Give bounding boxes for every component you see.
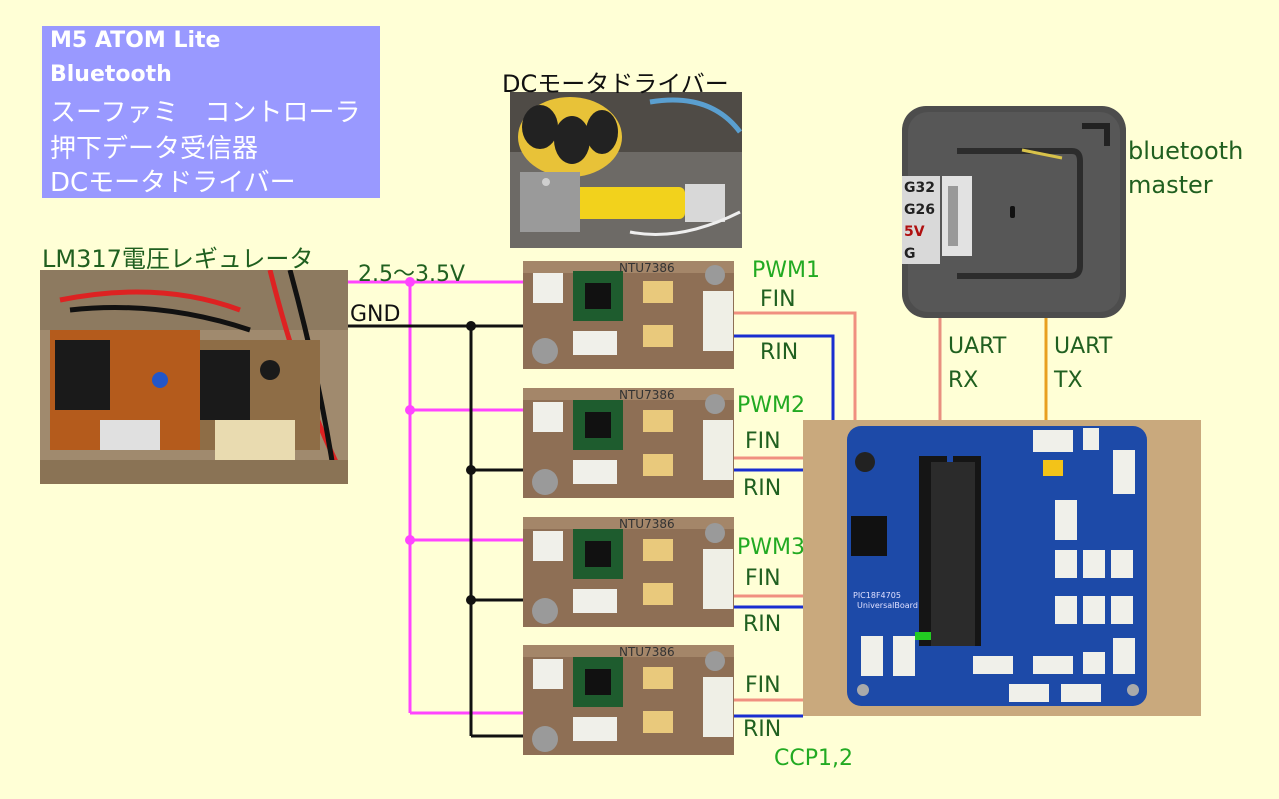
motor-photo: [510, 92, 742, 248]
fin-label-2: FIN: [745, 429, 781, 454]
info-line-2: Bluetooth: [50, 62, 172, 87]
bluetooth-master-line1: bluetooth: [1128, 137, 1244, 165]
svg-text:G26: G26: [904, 202, 935, 218]
uart-rx-line2: RX: [948, 368, 979, 393]
svg-text:NTU7386: NTU7386: [619, 261, 675, 275]
regulator-photo: [40, 270, 348, 484]
pwm1-label: PWM1: [752, 258, 820, 283]
pic-board-photo: PIC18F4705 UniversalBoard: [803, 420, 1201, 716]
gnd-label: GND: [350, 302, 401, 327]
driver-board-photo-2: NTU7386: [523, 388, 734, 498]
rin-label-2: RIN: [743, 476, 782, 501]
svg-text:5V: 5V: [904, 224, 925, 240]
signal-wires: [734, 311, 857, 718]
uart-wires: [938, 318, 1048, 420]
info-line-1: M5 ATOM Lite: [50, 28, 221, 53]
bluetooth-master-line2: master: [1128, 171, 1213, 199]
driver-board-photo-1: NTU7386: [523, 261, 734, 369]
ccp-label: CCP1,2: [774, 746, 853, 771]
driver-board-photo-4: NTU7386: [523, 645, 734, 755]
gnd-wires: [348, 321, 523, 738]
atom-lite-photo: G32 G26 5V G: [902, 106, 1126, 318]
info-line-3: スーファミ コントローラ: [50, 98, 361, 128]
uart-tx-label: UART TX: [1054, 330, 1112, 398]
pwm2-label: PWM2: [737, 393, 805, 418]
uart-rx-label: UART RX: [948, 330, 1006, 398]
driver-board-photo-3: NTU7386: [523, 517, 734, 627]
rin-label-4: RIN: [743, 717, 782, 742]
fin-label-4: FIN: [745, 673, 781, 698]
voltage-label: 2.5～3.5V: [358, 262, 466, 287]
svg-text:NTU7386: NTU7386: [619, 388, 675, 402]
info-line-5: DCモータドライバー: [50, 168, 296, 198]
uart-rx-line1: UART: [948, 334, 1007, 359]
uart-tx-line2: TX: [1054, 368, 1083, 393]
power-wires: [348, 277, 523, 715]
svg-text:G: G: [904, 246, 916, 262]
bluetooth-master-label: bluetooth master: [1128, 134, 1243, 202]
rin-label-1: RIN: [760, 340, 799, 365]
svg-text:G32: G32: [904, 180, 935, 196]
svg-text:NTU7386: NTU7386: [619, 517, 675, 531]
pwm3-label: PWM3: [737, 535, 805, 560]
fin-label-3: FIN: [745, 566, 781, 591]
fin-label-1: FIN: [760, 287, 796, 312]
svg-text:UniversalBoard: UniversalBoard: [857, 601, 918, 610]
svg-text:PIC18F4705: PIC18F4705: [853, 591, 901, 600]
rin-label-3: RIN: [743, 612, 782, 637]
regulator-title: LM317電圧レギュレータ: [42, 245, 314, 273]
motor-driver-title: DCモータドライバー: [502, 70, 729, 98]
svg-text:NTU7386: NTU7386: [619, 645, 675, 659]
info-line-4: 押下データ受信器: [50, 134, 259, 164]
info-box: M5 ATOM Lite Bluetooth スーファミ コントローラ 押下デー…: [42, 26, 380, 198]
uart-tx-line1: UART: [1054, 334, 1113, 359]
